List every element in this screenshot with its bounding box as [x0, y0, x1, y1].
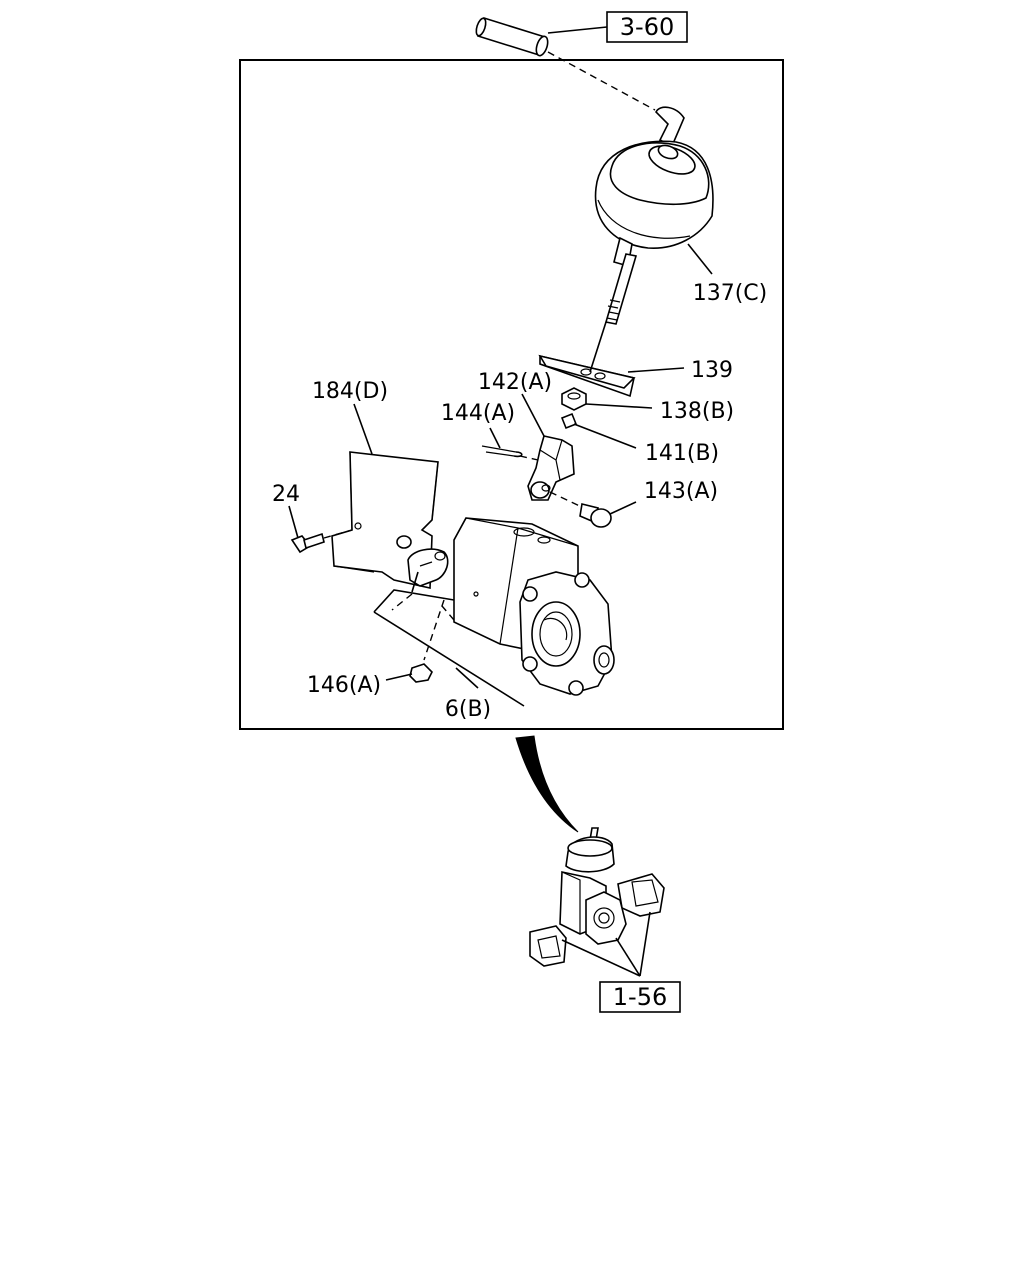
ref-box-1-56[interactable]: 1-56 [599, 981, 681, 1013]
pointer-arrow [515, 735, 579, 833]
gasket-139 [538, 321, 685, 398]
throttle-body-6 [373, 517, 615, 707]
nut-146 [385, 663, 433, 683]
label-138: 138(B) [660, 399, 734, 424]
label-144: 144(A) [441, 401, 515, 426]
bracket-184 [331, 403, 439, 589]
ref-label-1-56: 1-56 [613, 983, 667, 1011]
lever-142 [521, 393, 575, 501]
label-143: 143(A) [644, 479, 718, 504]
ref-box-3-60[interactable]: 3-60 [606, 11, 688, 43]
label-137: 137(C) [693, 281, 768, 306]
washer-plate [396, 535, 449, 587]
hose-3-60 [475, 17, 656, 111]
label-141: 141(B) [645, 441, 719, 466]
label-146: 146(A) [307, 673, 381, 698]
clip-144 [481, 427, 539, 461]
label-6: 6(B) [445, 697, 491, 722]
label-184: 184(D) [312, 379, 388, 404]
label-142: 142(A) [478, 370, 552, 395]
pin-143 [549, 491, 637, 528]
label-139: 139 [691, 358, 733, 383]
vacuum-actuator-137 [594, 106, 714, 325]
label-24: 24 [272, 482, 300, 507]
detail-frame [239, 59, 784, 730]
assembly-overview [529, 827, 665, 977]
nut-138 [561, 387, 653, 411]
pin-141 [560, 412, 637, 449]
bolt-24 [288, 505, 353, 554]
ref-label-3-60: 3-60 [620, 13, 674, 41]
